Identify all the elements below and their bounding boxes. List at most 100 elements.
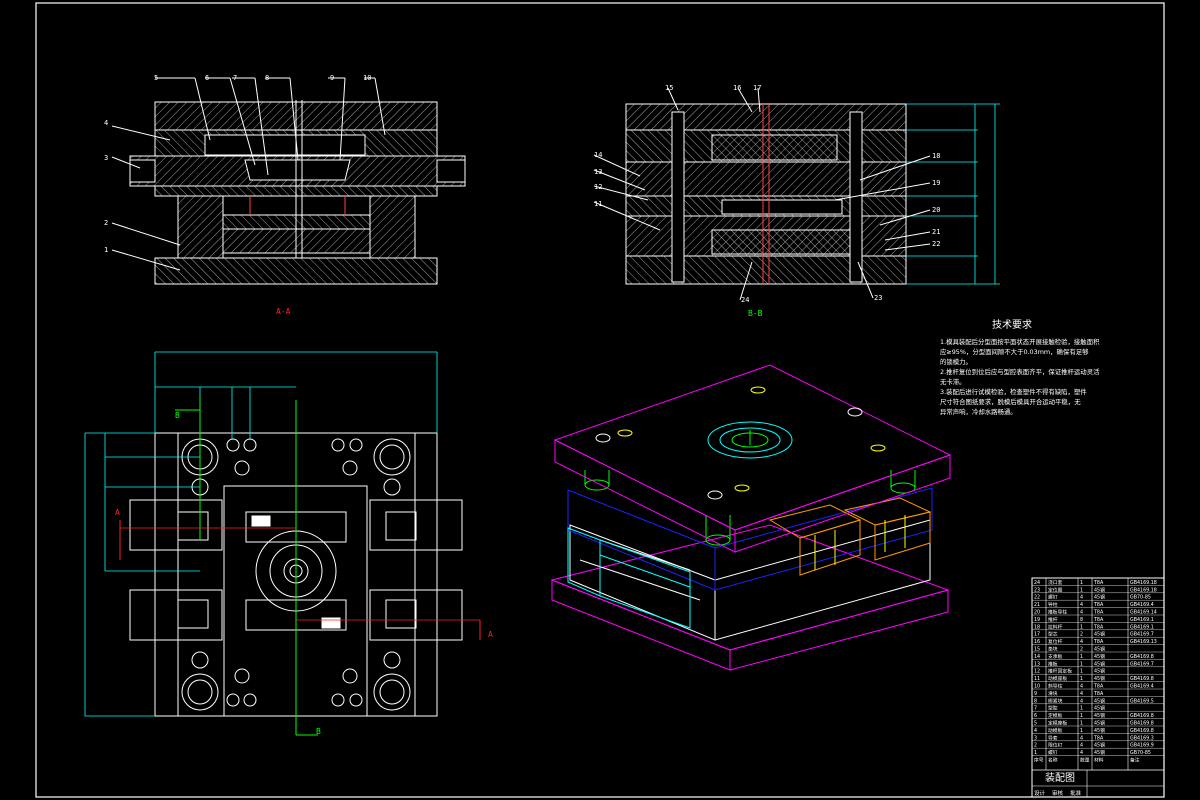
parts-cell-material: 45钢 [1094, 705, 1105, 712]
parts-cell-qty: 1 [1080, 721, 1083, 727]
callout-16: 16 [733, 84, 741, 92]
parts-cell-no: 11 [1034, 676, 1040, 682]
section-bb-caption: B-B [748, 309, 763, 318]
parts-cell-material: T8A [1093, 691, 1104, 697]
section-mark-b-top: B [175, 411, 180, 420]
parts-cell-no: 23 [1034, 587, 1040, 593]
parts-cell-qty: 1 [1080, 669, 1083, 675]
section-aa-view [111, 77, 466, 285]
parts-cell-name: 定模板 [1048, 712, 1063, 719]
callout-13: 13 [594, 168, 602, 176]
parts-cell-qty: 4 [1080, 750, 1083, 756]
parts-cell-material: T8A [1093, 639, 1104, 645]
parts-cell-material: 45钢 [1094, 712, 1105, 719]
parts-cell-note: GB4169.13 [1130, 639, 1157, 645]
section-mark-a-right: A [488, 630, 493, 639]
parts-cell-name: 定模座板 [1048, 720, 1067, 727]
notes-title: 技术要求 [992, 318, 1032, 331]
parts-cell-name: 推板导柱 [1048, 609, 1067, 616]
note-line-7: 尺寸符合图纸要求，脱模后模具开合运动平稳，无 [940, 397, 1081, 406]
parts-cell-qty: 1 [1080, 676, 1083, 682]
callout-7: 7 [233, 74, 237, 82]
parts-cell-note: GB4169.5 [1130, 698, 1154, 704]
parts-cell-name: 型腔 [1048, 705, 1058, 712]
parts-cell-name: 浇口套 [1048, 579, 1063, 586]
parts-cell-no: 1 [1034, 750, 1037, 756]
parts-cell-no: 5 [1034, 721, 1037, 727]
parts-cell-name: 垫块 [1048, 646, 1058, 653]
parts-cell-qty: 1 [1080, 654, 1083, 660]
parts-cell-material: 45钢 [1094, 697, 1105, 704]
note-line-8: 异常声响，冷却水路畅通。 [940, 407, 1017, 416]
parts-cell-material: 45钢 [1094, 742, 1105, 749]
note-line-2: 应≥95%，分型面间隙不大于0.03mm，确保有足够 [940, 347, 1089, 356]
callout-22: 22 [932, 240, 940, 248]
parts-cell-name: 斜导柱 [1048, 683, 1063, 690]
parts-cell-no: 7 [1034, 706, 1037, 712]
parts-cell-no: 20 [1034, 610, 1040, 616]
parts-cell-note: GB4169.8 [1130, 654, 1154, 660]
callout-20: 20 [932, 206, 940, 214]
parts-cell-qty: 4 [1080, 602, 1083, 608]
parts-cell-qty: 8 [1080, 617, 1083, 623]
parts-cell-no: 6 [1034, 713, 1037, 719]
parts-cell-no: 10 [1034, 684, 1040, 690]
parts-cell-qty: 1 [1080, 587, 1083, 593]
parts-cell-qty: 4 [1080, 610, 1083, 616]
parts-cell-qty: 1 [1080, 728, 1083, 734]
parts-cell-note: GB4169.4 [1130, 602, 1154, 608]
parts-cell-name: 动模座板 [1048, 675, 1067, 682]
parts-cell-material: 45钢 [1094, 675, 1105, 682]
parts-cell-material: 45钢 [1094, 586, 1105, 593]
parts-cell-material: T8A [1093, 617, 1104, 623]
parts-cell-name: 限位钉 [1048, 742, 1063, 749]
parts-cell-no: 17 [1034, 632, 1040, 638]
parts-cell-material: 45钢 [1094, 660, 1105, 667]
parts-cell-qty: 4 [1080, 639, 1083, 645]
callout-14: 14 [594, 151, 602, 159]
note-line-5: 无卡滞。 [940, 377, 966, 386]
parts-cell-name: 复位杆 [1048, 638, 1063, 645]
parts-cell-name: 动模板 [1048, 727, 1063, 734]
parts-cell-note: GB4169.3 [1130, 735, 1154, 741]
parts-cell-material: 45钢 [1094, 727, 1105, 734]
note-line-1: 1.模具装配后分型面按平面状态开展接触检验，接触面积 [940, 337, 1100, 346]
parts-cell-qty: 2 [1080, 647, 1083, 653]
plan-dimensions [84, 351, 438, 717]
parts-cell-material: 45钢 [1094, 631, 1105, 638]
parts-cell-name: 拉料杆 [1048, 623, 1063, 630]
title-block-drawing-name: 装配图 [1045, 771, 1075, 784]
callout-19: 19 [932, 179, 940, 187]
parts-cell-note: GB4169.18 [1130, 587, 1157, 593]
parts-cell-qty: 4 [1080, 691, 1083, 697]
parts-cell-note: GB4169.14 [1130, 610, 1157, 616]
parts-header-cell: 名称 [1048, 757, 1058, 764]
callout-15: 15 [665, 84, 673, 92]
parts-cell-no: 4 [1034, 728, 1037, 734]
parts-cell-qty: 4 [1080, 735, 1083, 741]
note-line-3: 的锁模力。 [940, 357, 972, 366]
parts-cell-note: GB70-85 [1130, 595, 1151, 601]
parts-cell-name: 导套 [1048, 734, 1058, 741]
parts-cell-note: GB4169.1 [1130, 617, 1154, 623]
callout-2: 2 [104, 219, 108, 227]
parts-cell-name: 滑块 [1048, 690, 1058, 697]
parts-header-cell: 序号 [1034, 757, 1044, 764]
parts-cell-material: T8A [1093, 610, 1104, 616]
parts-cell-qty: 1 [1080, 624, 1083, 630]
callout-17: 17 [753, 84, 761, 92]
callout-23: 23 [874, 294, 882, 302]
parts-cell-note: GB4169.1 [1130, 624, 1154, 630]
parts-cell-material: 45钢 [1094, 749, 1105, 756]
parts-cell-no: 24 [1034, 580, 1040, 586]
parts-cell-no: 13 [1034, 661, 1040, 667]
drawing-border [35, 2, 1165, 798]
parts-cell-material: 45钢 [1094, 668, 1105, 675]
parts-cell-name: 支承板 [1048, 653, 1063, 660]
parts-cell-name: 螺钉 [1048, 594, 1058, 601]
plan-section-marks: A A B B [115, 411, 493, 736]
parts-cell-qty: 1 [1080, 580, 1083, 586]
parts-cell-name: 推杆固定板 [1048, 668, 1072, 675]
